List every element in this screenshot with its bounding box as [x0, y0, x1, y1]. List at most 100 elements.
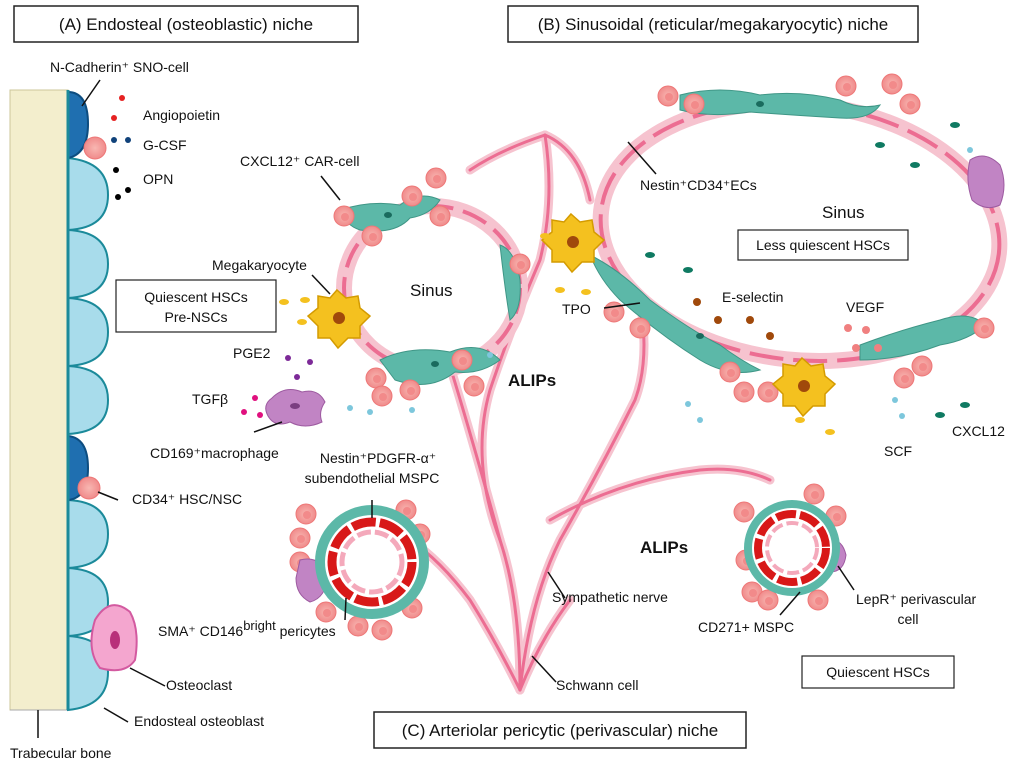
label-nestin-pdgfr-1: Nestin⁺PDGFR-α⁺ [320, 450, 436, 466]
label-trabecular-bone: Trabecular bone [10, 745, 112, 761]
vegf-dots [844, 324, 882, 352]
megakaryocyte-top [540, 212, 606, 274]
label-nestin-ecs: Nestin⁺CD34⁺ECs [640, 177, 757, 193]
hsc-nucleus [355, 623, 363, 631]
hsc-nucleus [727, 369, 735, 377]
label-sympathetic: Sympathetic nerve [552, 589, 668, 605]
macrophage-sinus [967, 155, 1005, 209]
scf-dots [347, 147, 973, 423]
label-sinus-left: Sinus [410, 281, 453, 300]
label-lepr-2: cell [897, 611, 918, 627]
label-nestin-pdgfr-2: subendothelial MSPC [305, 470, 440, 486]
trabecular-bone [9, 89, 69, 711]
title-box-arteriolar [373, 711, 747, 749]
hsc-nucleus [303, 511, 311, 519]
hsc-nucleus [843, 83, 851, 91]
box-quiescent [801, 655, 955, 689]
hsc-nucleus [459, 357, 467, 365]
label-macrophage: CD169⁺macrophage [150, 445, 279, 461]
hsc-nucleus [919, 363, 927, 371]
label-pge2: PGE2 [233, 345, 271, 361]
label-osteoclast: Osteoclast [166, 677, 232, 693]
hsc-nucleus [433, 175, 441, 183]
label-tgfb: TGFβ [192, 391, 228, 407]
label-megakaryocyte: Megakaryocyte [212, 257, 307, 273]
hsc-nucleus [981, 325, 989, 333]
megakaryocyte-right [771, 356, 837, 418]
box-quiescent-line2: Pre-NSCs [164, 309, 227, 325]
arteriole-right [744, 500, 840, 596]
hsc-nucleus [765, 389, 773, 397]
tgfb-dots [241, 395, 263, 418]
hsc-cell [83, 136, 107, 160]
label-lepr-1: LepR⁺ perivascular [856, 591, 977, 607]
angiopoietin-dots [111, 95, 125, 121]
title-arteriolar: (C) Arteriolar pericytic (perivascular) … [402, 721, 718, 740]
hsc-nucleus [297, 535, 305, 543]
hsc-nucleus [815, 597, 823, 605]
label-alips-top: ALIPs [508, 371, 556, 390]
hsc-nucleus [369, 233, 377, 241]
hsc-nucleus [409, 193, 417, 201]
hsc-nucleus [691, 101, 699, 109]
sno-cell [67, 90, 90, 160]
vessel-network [405, 130, 775, 695]
label-sno-cell: N-Cadherin⁺ SNO-cell [50, 59, 189, 75]
hsc-nucleus [611, 309, 619, 317]
label-hsc-nsc: CD34⁺ HSC/NSC [132, 491, 242, 507]
title-box-endosteal [13, 5, 359, 43]
hsc-nucleus [437, 213, 445, 221]
label-cxcl12: CXCL12 [952, 423, 1005, 439]
hsc-nucleus [833, 513, 841, 521]
hsc-nucleus [379, 627, 387, 635]
hsc-nucleus [749, 589, 757, 597]
box-quiescent-text: Quiescent HSCs [826, 664, 929, 680]
hsc-nucleus [379, 393, 387, 401]
label-pericytes: SMA⁺ CD146bright pericytes [158, 618, 336, 639]
hsc-nucleus [323, 609, 331, 617]
label-sinus-right: Sinus [822, 203, 865, 222]
label-tpo: TPO [562, 301, 591, 317]
hsc-nucleus [403, 507, 411, 515]
hsc-nucleus [907, 101, 915, 109]
gcsf-dots [111, 137, 131, 143]
endosteal-osteoblast-column [67, 156, 110, 712]
hsc-nucleus [765, 597, 773, 605]
arteriole-left [315, 505, 429, 619]
hsc-nucleus [471, 383, 479, 391]
label-vegf: VEGF [846, 299, 884, 315]
hsc-nucleus [341, 213, 349, 221]
label-endosteal-osteoblast: Endosteal osteoblast [134, 713, 264, 729]
label-gcsf: G-CSF [143, 137, 187, 153]
leader-lines [37, 79, 855, 738]
label-angiopoietin: Angiopoietin [143, 107, 220, 123]
hsc-nucleus [637, 325, 645, 333]
hsc-nucleus [409, 605, 417, 613]
box-less-quiescent-text: Less quiescent HSCs [756, 237, 890, 253]
hsc-nucleus [811, 491, 819, 499]
label-opn: OPN [143, 171, 173, 187]
hsc-nucleus [741, 509, 749, 517]
pge2-dots [285, 355, 313, 380]
label-cd271: CD271+ MSPC [698, 619, 794, 635]
hsc-nucleus [889, 81, 897, 89]
title-sinusoidal: (B) Sinusoidal (reticular/megakaryocytic… [538, 15, 889, 34]
hsc-nucleus [517, 261, 525, 269]
hsc-nucleus [407, 387, 415, 395]
tpo-dots [279, 233, 835, 435]
label-schwann: Schwann cell [556, 677, 639, 693]
label-scf: SCF [884, 443, 912, 459]
megakaryocyte [306, 288, 372, 350]
box-quiescent-line1: Quiescent HSCs [144, 289, 247, 305]
hsc-nucleus [373, 375, 381, 383]
label-cxcl12-car: CXCL12⁺ CAR-cell [240, 153, 359, 169]
hsc-nucleus [901, 375, 909, 383]
cxcl12-dots [645, 122, 970, 418]
hsc-nucleus [665, 93, 673, 101]
opn-dots [113, 167, 131, 200]
stromal-nuclei [384, 101, 764, 367]
title-box-sinusoidal [507, 5, 919, 43]
title-endosteal: (A) Endosteal (osteoblastic) niche [59, 15, 313, 34]
